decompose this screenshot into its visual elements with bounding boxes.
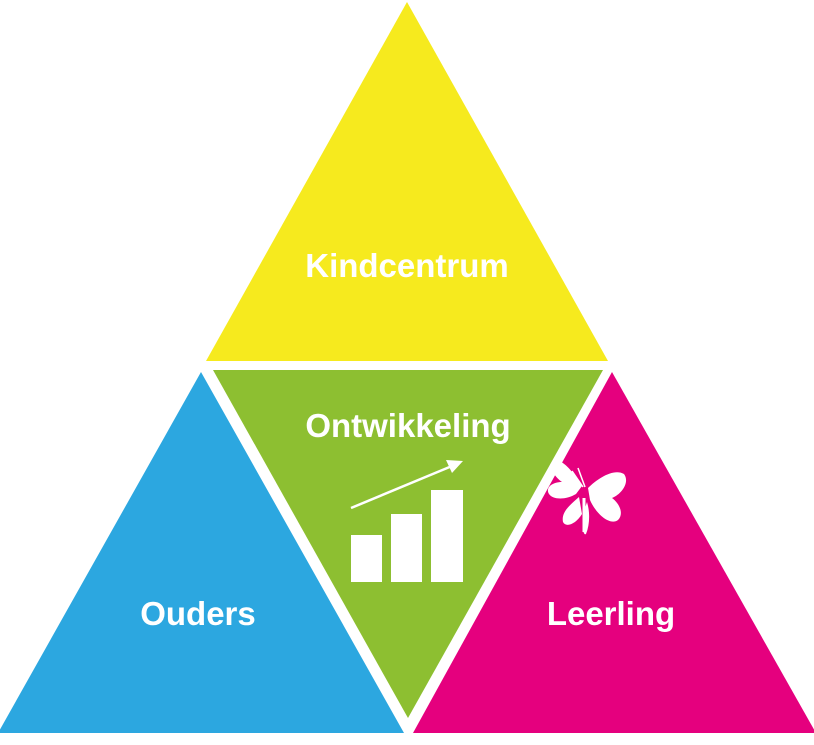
- ouders-label: Ouders: [140, 595, 256, 632]
- growth-bar-large: [431, 490, 463, 582]
- ontwikkeling-label: Ontwikkeling: [305, 407, 510, 444]
- growth-arrow-head: [446, 460, 463, 473]
- growth-bar-small: [351, 535, 382, 582]
- kindcentrum-label: Kindcentrum: [305, 247, 509, 284]
- bar-chart-with-rising-arrow-icon: [350, 460, 463, 582]
- butterfly-icon: [547, 460, 627, 535]
- leerling-label: Leerling: [547, 595, 675, 632]
- leerling-triangle: [413, 372, 814, 733]
- growth-arrow-line: [350, 464, 453, 510]
- ouders-triangle: [0, 372, 404, 733]
- growth-bar-medium: [391, 514, 422, 582]
- kindcentrum-triangle: [206, 2, 608, 361]
